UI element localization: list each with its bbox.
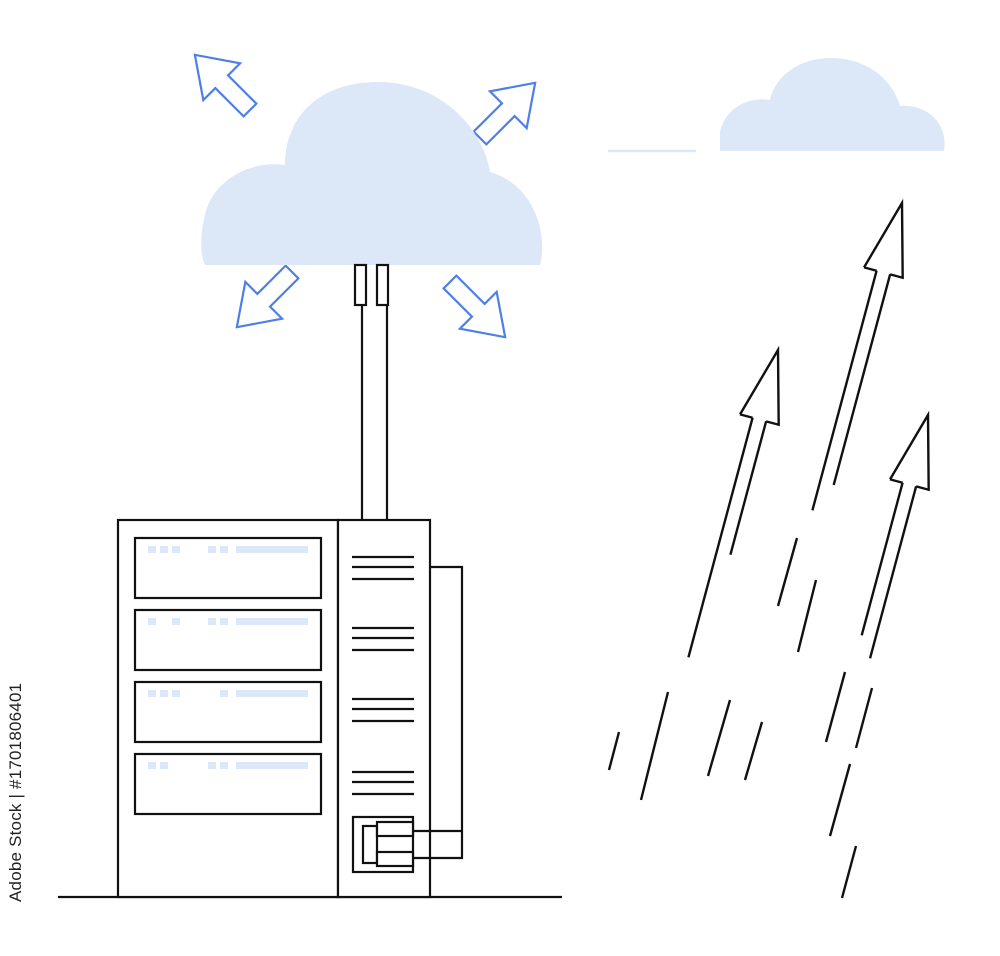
cloud-icon (201, 82, 543, 265)
stock-id-watermark: Adobe Stock | #1701806401 (6, 682, 25, 902)
outward-arrow-icon (442, 274, 507, 339)
rack-vents (352, 555, 414, 796)
cloud-icon (720, 58, 945, 151)
upward-arrow-icon (687, 345, 780, 658)
upward-arrows (687, 198, 930, 659)
outward-arrows (193, 53, 537, 339)
outward-arrow-icon (472, 81, 537, 146)
motion-streaks (607, 537, 874, 899)
cable-plug-icon (351, 565, 464, 874)
upward-arrow-icon (811, 198, 904, 511)
outward-arrow-icon (193, 53, 258, 118)
outward-arrow-icon (235, 264, 300, 329)
cable-connection (353, 263, 390, 520)
upward-arrow-icon (860, 410, 930, 659)
drive-indicators (148, 546, 308, 769)
